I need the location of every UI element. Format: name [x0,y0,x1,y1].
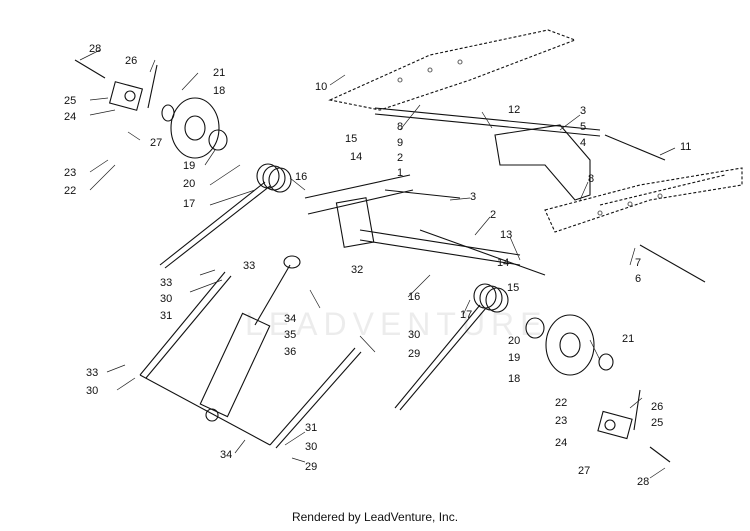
callout-15: 15 [345,133,357,145]
callout-26b: 26 [651,401,663,413]
callout-11: 11 [680,141,691,153]
callout-30: 30 [160,293,172,305]
callout-16: 16 [295,171,307,183]
link-arms [139,271,362,449]
leader-lines [79,49,676,479]
callout-17: 17 [183,198,195,210]
callout-2: 2 [397,152,403,164]
front-arm-bracket [74,59,158,111]
callout-27b: 27 [578,465,590,477]
rear-idler-wheel [525,314,614,376]
pivot-shaft [304,174,521,266]
front-idler-wheel [161,97,228,159]
callout-20: 20 [183,178,195,190]
rail-upper [328,29,743,233]
callout-33: 33 [160,277,172,289]
callout-30b: 30 [86,385,98,397]
callout-3: 3 [580,105,586,117]
callout-31b: 31 [305,422,317,434]
callout-19b: 19 [508,352,520,364]
callout-30c: 30 [408,329,420,341]
footer-credit: Rendered by LeadVenture, Inc. [291,510,459,524]
callout-7: 7 [635,257,641,269]
callout-14: 14 [350,151,362,163]
callout-29b: 29 [305,461,317,473]
rail-upper-holes [397,59,663,216]
callout-33c: 33 [86,367,98,379]
long-bolts [419,229,706,283]
callout-6: 6 [635,273,641,285]
callout-32: 32 [351,264,363,276]
callout-4: 4 [580,137,586,149]
callout-14b: 14 [497,257,509,269]
callout-22b: 22 [555,397,567,409]
callout-28: 28 [89,43,101,55]
callout-23: 23 [64,167,76,179]
callout-2b: 2 [490,209,496,221]
callout-1: 1 [397,167,403,179]
callout-13: 13 [500,229,512,241]
callout-25b: 25 [651,417,663,429]
callout-12: 12 [508,104,520,116]
callout-18b: 18 [508,373,520,385]
callout-9: 9 [397,137,403,149]
shock-absorber [199,255,301,422]
callout-18: 18 [213,85,225,97]
callout-34b: 34 [220,449,232,461]
upper-shaft [374,107,666,161]
callout-28b: 28 [637,476,649,488]
callout-8: 8 [397,121,403,133]
watermark: LEADVENTURE [245,306,548,342]
callout-33b: 33 [243,260,255,272]
bracket-plate [494,124,591,201]
callout-27: 27 [150,137,162,149]
callout-16b: 16 [408,291,420,303]
callout-20b: 20 [508,335,520,347]
callout-5: 5 [580,121,586,133]
callout-30d: 30 [305,441,317,453]
callout-19: 19 [183,160,195,172]
callout-23b: 23 [555,415,567,427]
callout-22: 22 [64,185,76,197]
front-spring [159,163,292,269]
callout-34: 34 [284,313,296,325]
callout-31: 31 [160,310,172,322]
callout-26: 26 [125,55,137,67]
callouts: 28 26 21 18 25 24 27 23 22 19 20 17 16 1… [64,43,691,488]
callout-24: 24 [64,111,76,123]
callout-21b: 21 [622,333,634,345]
callout-15b: 15 [507,282,519,294]
callout-3b: 3 [470,191,476,203]
callout-36: 36 [284,346,296,358]
callout-21: 21 [213,67,225,79]
callout-24b: 24 [555,437,567,449]
callout-10: 10 [315,81,327,93]
callout-8b: 8 [588,173,594,185]
callout-25: 25 [64,95,76,107]
rear-spring [394,283,509,411]
rear-arm-bracket [597,389,671,463]
callout-17b: 17 [460,309,472,321]
callout-35: 35 [284,329,296,341]
callout-29: 29 [408,348,420,360]
